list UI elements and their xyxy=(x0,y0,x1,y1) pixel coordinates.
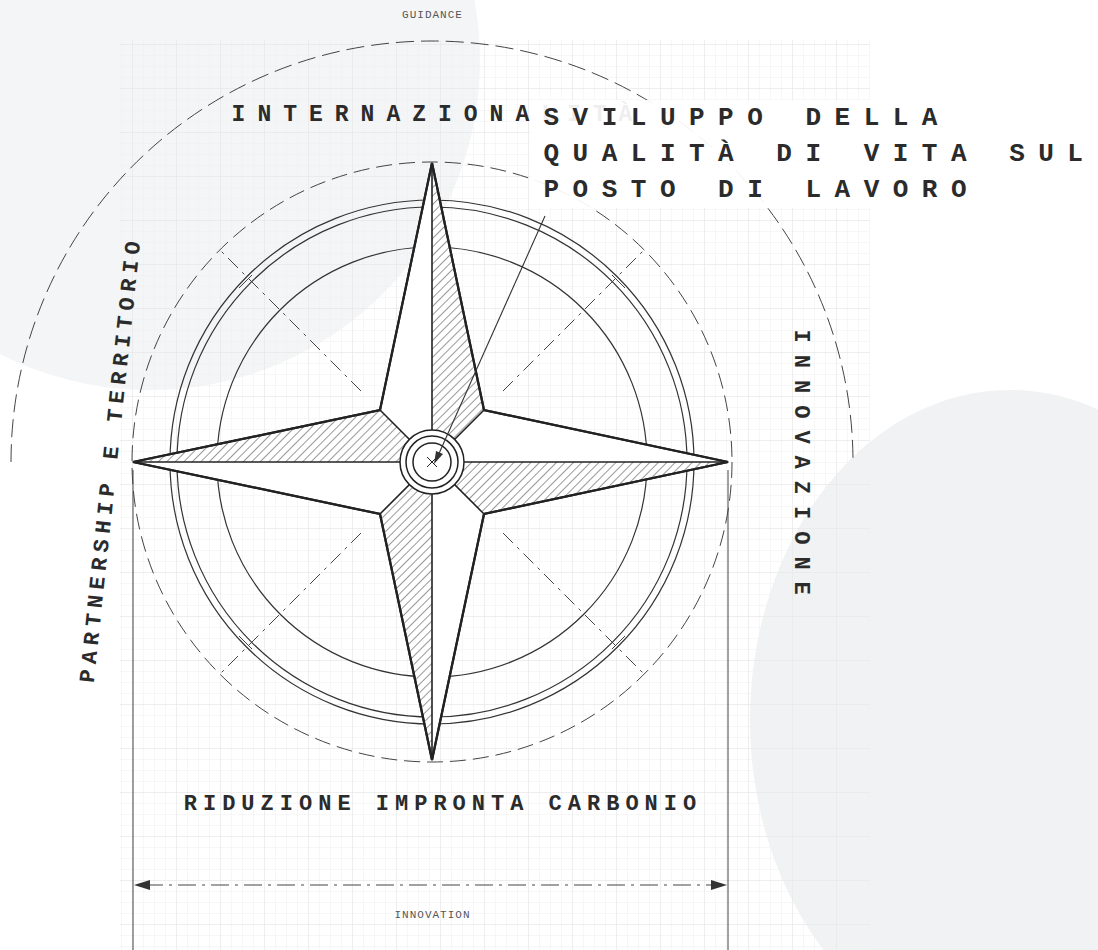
svg-line xyxy=(612,636,625,649)
svg-line xyxy=(612,275,625,288)
leader-arrowhead xyxy=(434,451,443,464)
compass-star-outline xyxy=(133,163,728,760)
star-hatch xyxy=(133,410,432,462)
svg-line xyxy=(239,275,252,288)
dimension-label: INNOVATION xyxy=(393,909,470,922)
svg-line xyxy=(503,250,644,391)
dashed-circle xyxy=(132,162,732,762)
dimension-heading: GUIDANCE xyxy=(401,9,463,22)
svg-line xyxy=(431,462,433,760)
svg-line xyxy=(133,461,432,463)
arc-label: RIDUZIONE IMPRONTA CARBONIO xyxy=(178,792,702,818)
arc-label: INNOVAZIONE xyxy=(787,317,813,606)
svg-line xyxy=(503,533,644,674)
svg-line xyxy=(728,470,729,950)
svg-line xyxy=(432,461,728,463)
hub-circle xyxy=(406,436,458,488)
svg-line xyxy=(220,533,361,674)
svg-line xyxy=(220,250,361,391)
callout-label: SVILUPPO DELLA QUALITÀ DI VITA SUL POSTO… xyxy=(530,100,1098,208)
leader-line xyxy=(437,216,545,458)
star-hatch xyxy=(432,462,728,514)
hub-circle xyxy=(400,430,464,494)
hub-circle xyxy=(413,443,451,481)
svg-line xyxy=(133,470,134,950)
dimension-arrowhead xyxy=(134,880,150,890)
extension-lines xyxy=(133,470,728,950)
dimension-arrowhead xyxy=(711,880,727,890)
compass-star xyxy=(133,163,728,760)
star-hatch xyxy=(432,163,484,462)
dimension-line xyxy=(145,885,716,886)
star-hatch xyxy=(380,462,432,760)
svg-line xyxy=(431,163,433,462)
svg-line xyxy=(239,636,252,649)
star-divisions xyxy=(133,163,728,760)
